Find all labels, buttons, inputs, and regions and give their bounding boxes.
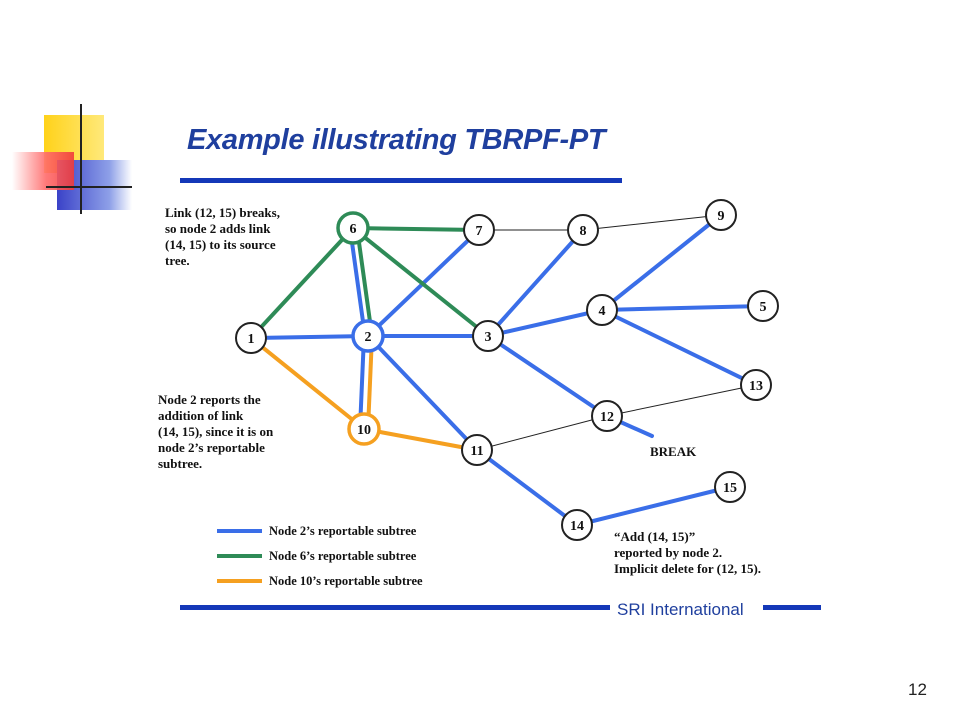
node-label-3: 3 (485, 330, 492, 345)
deco-horizontal-line (46, 186, 132, 188)
node-circle-14 (561, 509, 593, 541)
edge-11-12-black (476, 415, 608, 451)
node-circle-8 (567, 214, 599, 246)
edge-4-9-blue (600, 213, 723, 312)
node-circle-6 (336, 211, 370, 245)
page-number: 12 (908, 680, 927, 699)
node-2: 2 (351, 319, 385, 353)
node-7: 7 (463, 214, 495, 246)
edge-6-2-green (355, 226, 374, 338)
node-14: 14 (561, 509, 593, 541)
node-circle-3 (472, 320, 504, 352)
edge-3-4-blue (486, 308, 604, 338)
node-10: 10 (347, 412, 381, 446)
slide-title: Example illustrating TBRPF-PT (187, 124, 606, 156)
node-5: 5 (747, 290, 779, 322)
edge-1-10-orange (249, 336, 366, 431)
node-label-10: 10 (357, 423, 371, 438)
node-15: 15 (714, 471, 746, 503)
node-label-7: 7 (476, 224, 483, 239)
legend-label-0: Node 2’s reportable subtree (269, 524, 417, 538)
footer-org-name: SRI International (617, 600, 744, 619)
edge-1-2-blue (249, 334, 370, 340)
node-circle-10 (347, 412, 381, 446)
node-label-1: 1 (248, 332, 255, 347)
edge-4-5-blue (600, 304, 765, 312)
edge-14-15-blue (575, 485, 732, 527)
node-label-2: 2 (365, 330, 372, 345)
edge-6-3-green (351, 226, 490, 338)
node-circle-7 (463, 214, 495, 246)
node-label-8: 8 (580, 224, 587, 239)
note-add-reported: “Add (14, 15)” reported by node 2. Impli… (614, 529, 762, 576)
node-label-14: 14 (570, 519, 584, 534)
legend-label-2: Node 10’s reportable subtree (269, 574, 423, 588)
title-underline-bar (180, 178, 622, 183)
node-label-5: 5 (760, 300, 767, 315)
node-circle-5 (747, 290, 779, 322)
edge-8-9-black (582, 214, 722, 231)
note-node2-reports: Node 2 reports the addition of link (14,… (158, 392, 274, 471)
node-label-13: 13 (749, 379, 763, 394)
footer-bar-left (180, 605, 610, 610)
node-circle-9 (705, 199, 737, 231)
deco-red-square (12, 152, 74, 190)
node-label-11: 11 (470, 444, 483, 459)
node-circle-11 (461, 434, 493, 466)
node-circle-1 (235, 322, 267, 354)
node-11: 11 (461, 434, 493, 466)
node-3: 3 (472, 320, 504, 352)
node-label-6: 6 (350, 222, 357, 237)
node-circle-15 (714, 471, 746, 503)
note-link-break: Link (12, 15) breaks, so node 2 adds lin… (165, 205, 280, 268)
node-circle-12 (591, 400, 623, 432)
node-label-15: 15 (723, 481, 737, 496)
node-4: 4 (586, 294, 618, 326)
edge-11-14-blue (475, 448, 579, 527)
edge-6-1-green (249, 226, 355, 340)
edge-3-8-blue (486, 228, 585, 338)
node-1: 1 (235, 322, 267, 354)
edge-10-11-orange (362, 427, 479, 452)
corner-decoration (0, 0, 140, 220)
edges-layer (249, 213, 765, 527)
footer-bar-right (763, 605, 821, 610)
edge-4-13-blue (600, 308, 758, 387)
node-label-9: 9 (718, 209, 725, 224)
node-circle-4 (586, 294, 618, 326)
break-label: BREAK (650, 444, 697, 459)
node-label-12: 12 (600, 410, 614, 425)
edge-3-12-blue (486, 334, 609, 418)
node-13: 13 (740, 369, 772, 401)
node-circle-13 (740, 369, 772, 401)
edge-12-13-black (606, 384, 757, 417)
node-12: 12 (591, 400, 623, 432)
edge-6-7-green (351, 226, 481, 232)
edge-2-6-blue (348, 226, 367, 338)
node-8: 8 (567, 214, 599, 246)
legend-label-1: Node 6’s reportable subtree (269, 549, 417, 563)
edge-2-11-blue (366, 334, 479, 452)
deco-vertical-line (80, 104, 82, 214)
node-circle-2 (351, 319, 385, 353)
node-9: 9 (705, 199, 737, 231)
node-label-4: 4 (599, 304, 606, 319)
node-6: 6 (336, 211, 370, 245)
